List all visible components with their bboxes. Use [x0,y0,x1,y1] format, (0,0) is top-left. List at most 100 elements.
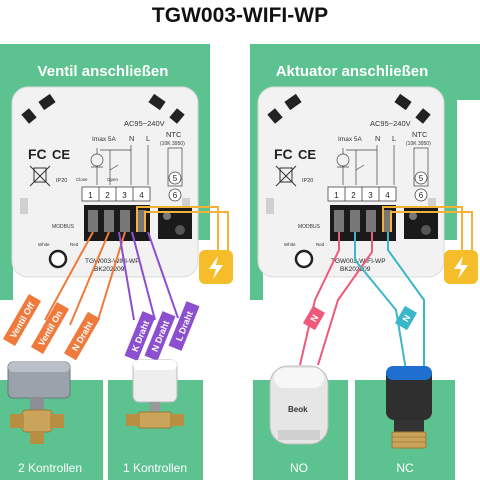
svg-text:N: N [308,313,320,324]
caption-nc: NC [396,461,414,475]
device-serial-label: BK202209 [94,266,125,273]
device-model-label: TGW003-WIFI-WP [85,258,140,265]
power-wire-l [390,211,473,252]
imax-label: Imax 5A [92,136,117,143]
wire-l-draht [147,231,179,319]
weee-bin-icon [275,165,297,187]
wire-nc-n [354,232,407,371]
ce-mark: CE [298,147,316,162]
terminal-number: 3 [368,191,373,200]
caption-1-kontrollen: 1 Kontrollen [123,461,187,475]
modbus-label: MODBUS [52,224,75,230]
mount-slot [394,93,412,111]
right-right-strip [444,100,457,240]
modbus-white-label: White [38,242,50,247]
ntc-terminal-circle [168,171,182,185]
n-label: N [129,134,134,143]
voltage-label: AC95~240V [370,119,411,128]
weee-bin-icon [29,165,51,187]
right-panel: Aktuator anschließen AC95~240V Imax 5A N… [250,44,480,480]
speaker-ring [294,249,314,269]
fc-mark: FC [274,146,293,162]
mount-slot [267,108,283,124]
tag-no-n: N [302,305,326,331]
actuator-no: Beok [269,365,329,445]
modbus-label: MODBUS [298,224,321,230]
lightning-icon [454,256,468,279]
mount-slot [148,93,166,111]
l-label: L [146,134,150,143]
ce-mark: CE [52,147,70,162]
wire-ventil-on [69,231,110,326]
close-label: Close [76,177,88,182]
terminal-block [330,205,438,241]
ntc-terminal-number: 5 [419,174,424,183]
terminal-number-row: 1 2 3 4 [81,186,151,202]
wire-no-l [317,232,373,366]
wire-n-draht [131,231,156,321]
mount-slot [21,108,37,124]
ntc-label: NTC [166,130,182,139]
ntc-terminal-circle [168,188,182,202]
caption-no: NO [290,461,308,475]
tag-l-draht: L Draht [168,301,200,351]
terminal-number: 2 [351,191,356,200]
wire-nc-l [387,232,425,370]
left-panel: Ventil anschließen AC95~240V Imax 5A N L… [0,44,233,480]
ntc-terminal-number: 6 [419,191,424,200]
svg-text:N: N [400,313,412,324]
ntc-spec-label: (10K 3950) [160,141,185,147]
mount-slot [415,108,431,124]
power-wire-n [382,206,463,252]
ip-label: IP20 [56,178,67,184]
actuator-nc [386,366,432,449]
l-label: L [392,134,396,143]
open-label: Open [107,177,119,182]
terminal-number-row: 1 2 3 4 [327,186,397,202]
modbus-white-label: White [284,242,296,247]
left-right-strip [197,100,210,240]
ip-label: IP20 [302,178,313,184]
voltage-label: AC95~240V [124,119,165,128]
zone-valve-1-control [126,359,184,429]
speaker-ring [48,249,68,269]
power-wire-n [136,206,219,252]
actuator-brand-label: Beok [288,405,308,414]
terminal-number: 4 [385,191,390,200]
modbus-red-label: Red [70,242,79,247]
imax-label: Imax 5A [338,136,363,143]
ntc-terminal-number: 6 [173,191,178,200]
fc-mark: FC [28,146,47,162]
side-vent [266,198,274,214]
wire-k-draht [118,231,135,321]
ntc-terminal-circle [414,171,428,185]
wire-ventil-off [44,231,94,321]
device-model-label: TGW003-WIFI-WP [331,258,386,265]
ntc-terminal-number: 5 [173,174,178,183]
left-thermostat-device: AC95~240V Imax 5A N L NTC (10K 3950) FC … [11,86,199,278]
caption-2-kontrollen: 2 Kontrollen [18,461,82,475]
left-heading: Ventil anschließen [38,63,169,80]
schematic-lines [336,145,429,187]
right-thermostat-device: AC95~240V Imax 5A N L NTC (10K 3950) FC … [257,86,445,278]
side-vent [20,198,28,214]
zone-valve-2-controls [7,361,71,444]
modbus-red-label: Red [316,242,325,247]
terminal-number: 1 [334,191,339,200]
terminal-number: 4 [139,191,144,200]
tag-ventil-off: Ventil Off [2,293,42,347]
terminal-number: 1 [88,191,93,200]
device-serial-label: BK202209 [340,266,371,273]
tag-n-draht-left: N Draht [63,311,101,361]
n-label: N [375,134,380,143]
schematic-lines [90,145,183,187]
power-wire-l [144,211,229,252]
ntc-label: NTC [412,130,428,139]
mount-slot [38,93,56,111]
wire-no-n [299,232,340,366]
lightning-icon [209,256,223,279]
ntc-spec-label: (10K 3950) [406,141,431,147]
ntc-terminal-circle [414,188,428,202]
mount-slot [169,108,185,124]
